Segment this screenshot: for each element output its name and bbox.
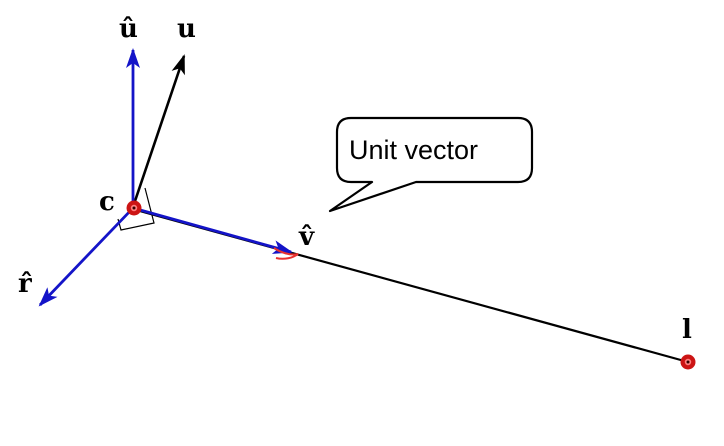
- label-c: c: [99, 187, 115, 217]
- unit-vector-r-hat-arrow: [38, 207, 135, 307]
- v-hat-arrowhead-highlight: [273, 247, 299, 260]
- label-r-hat: r̂: [18, 269, 32, 299]
- callout-bubble: [328, 116, 534, 213]
- callout-text: Unit vector: [349, 135, 478, 165]
- point-c-marker: [126, 200, 142, 216]
- point-l-marker: [680, 354, 696, 370]
- unit-vector-v-hat-arrow: [132, 206, 293, 254]
- label-u: u: [177, 14, 196, 44]
- label-l: l: [682, 315, 692, 345]
- right-angle-marker: [117, 187, 155, 231]
- label-v-hat: v̂: [298, 222, 315, 252]
- label-u-hat: û: [119, 14, 138, 44]
- vector-u-arrow: [131, 54, 186, 208]
